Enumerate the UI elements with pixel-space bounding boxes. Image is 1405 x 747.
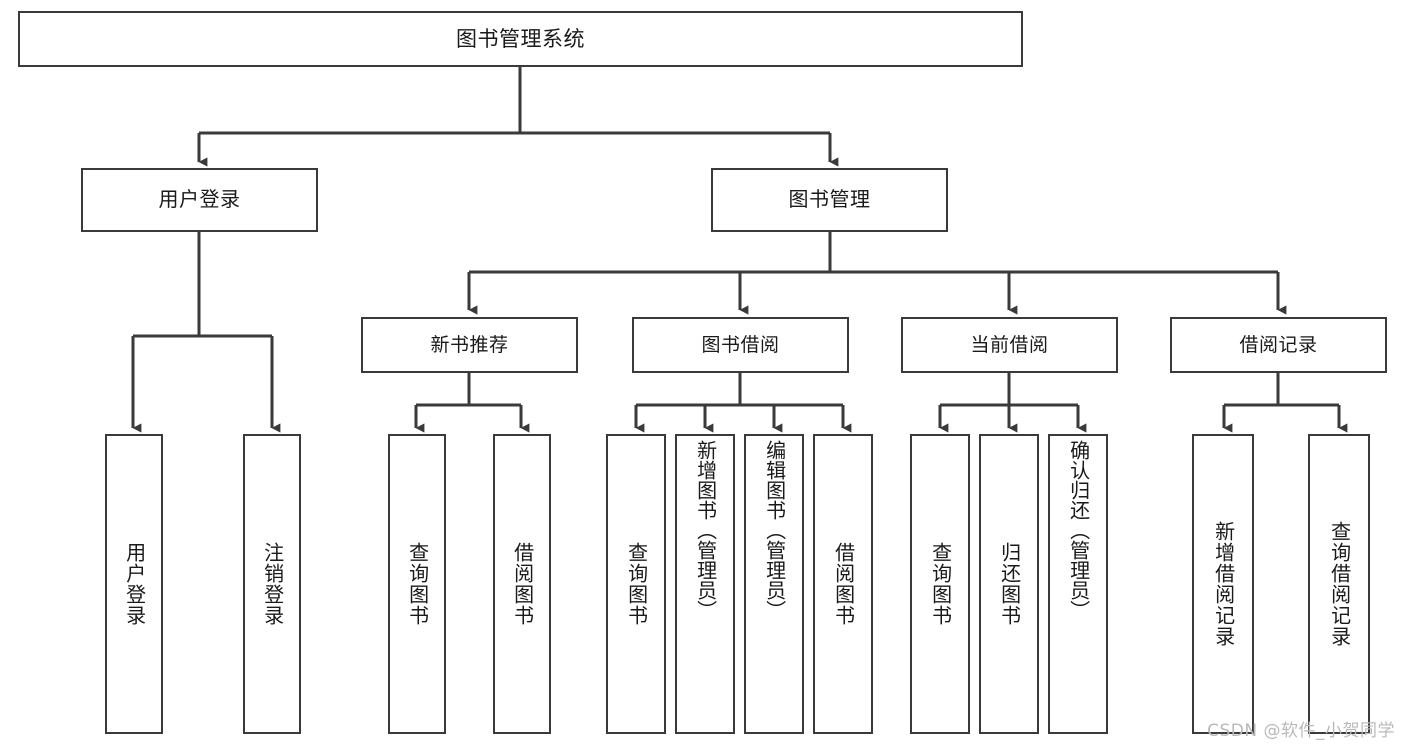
node-label: 图书管理系统 xyxy=(456,26,585,51)
node-leaf-confirm-return-admin[interactable]: 确认归还（管理员） xyxy=(1048,434,1108,734)
node-label: 图书管理 xyxy=(788,187,871,212)
node-label: 确认归还（管理员） xyxy=(1066,440,1091,620)
node-user-login[interactable]: 用户登录 xyxy=(81,168,318,232)
node-label: 借阅图书 xyxy=(831,542,856,626)
node-leaf-edit-book-admin[interactable]: 编辑图书（管理员） xyxy=(744,434,804,734)
node-current-borrow[interactable]: 当前借阅 xyxy=(901,317,1118,373)
node-label: 新增图书（管理员） xyxy=(693,440,718,620)
node-label: 归还图书 xyxy=(997,542,1022,626)
node-borrow-record[interactable]: 借阅记录 xyxy=(1170,317,1387,373)
node-book-borrow[interactable]: 图书借阅 xyxy=(632,317,849,373)
node-leaf-current-query-book[interactable]: 查询图书 xyxy=(910,434,970,734)
node-label: 查询借阅记录 xyxy=(1327,521,1352,647)
node-label: 新增借阅记录 xyxy=(1211,521,1236,647)
node-root-book-management-system[interactable]: 图书管理系统 xyxy=(18,11,1023,67)
node-label: 用户登录 xyxy=(122,542,147,626)
node-new-book-recommend[interactable]: 新书推荐 xyxy=(361,317,578,373)
node-leaf-return-book[interactable]: 归还图书 xyxy=(979,434,1039,734)
node-label: 借阅图书 xyxy=(510,542,535,626)
node-label: 查询图书 xyxy=(405,542,430,626)
node-leaf-logout[interactable]: 注销登录 xyxy=(243,434,301,734)
node-label: 借阅记录 xyxy=(1239,333,1318,356)
node-label: 查询图书 xyxy=(624,542,649,626)
node-leaf-add-borrow-record[interactable]: 新增借阅记录 xyxy=(1192,434,1254,734)
node-leaf-borrow-book[interactable]: 借阅图书 xyxy=(813,434,873,734)
node-leaf-query-borrow-record[interactable]: 查询借阅记录 xyxy=(1308,434,1370,734)
node-label: 用户登录 xyxy=(158,187,241,212)
node-label: 图书借阅 xyxy=(701,333,780,356)
node-leaf-new-book-query-book[interactable]: 查询图书 xyxy=(388,434,446,734)
node-leaf-user-login[interactable]: 用户登录 xyxy=(105,434,163,734)
node-label: 编辑图书（管理员） xyxy=(762,440,787,620)
node-label: 当前借阅 xyxy=(970,333,1049,356)
node-leaf-borrow-query-book[interactable]: 查询图书 xyxy=(606,434,666,734)
node-label: 注销登录 xyxy=(260,542,285,626)
node-label: 查询图书 xyxy=(928,542,953,626)
node-leaf-new-book-borrow-book[interactable]: 借阅图书 xyxy=(493,434,551,734)
node-book-management[interactable]: 图书管理 xyxy=(711,168,948,232)
node-leaf-add-book-admin[interactable]: 新增图书（管理员） xyxy=(675,434,735,734)
node-label: 新书推荐 xyxy=(430,333,509,356)
